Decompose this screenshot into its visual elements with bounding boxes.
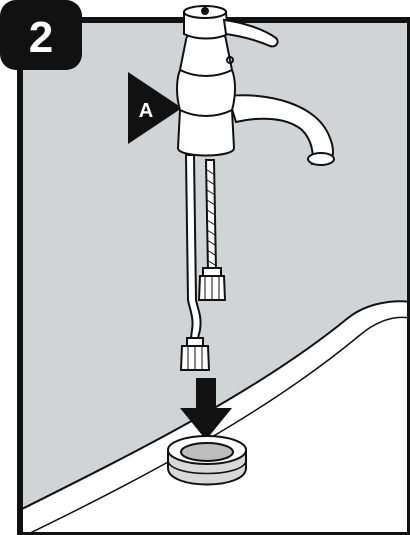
step-badge: 2	[0, 0, 82, 70]
down-arrow-icon	[180, 378, 232, 440]
callout-a: A	[128, 72, 182, 144]
step-number: 2	[29, 13, 53, 62]
mounting-ring-icon	[167, 435, 247, 486]
basin-inner-edge	[25, 316, 410, 535]
faucet-icon	[176, 5, 335, 166]
callout-letter: A	[139, 100, 153, 122]
supply-hose-icon	[179, 154, 227, 371]
